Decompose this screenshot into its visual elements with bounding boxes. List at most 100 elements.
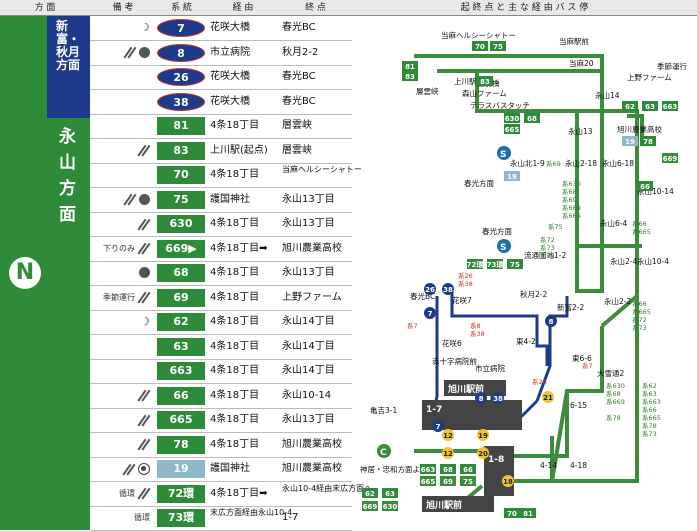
end-cell: 永山14丁目 [282, 316, 335, 327]
route-badge: 12 [442, 447, 454, 459]
via-cell: 4条18丁目➡ [210, 242, 268, 254]
remarks-cell [90, 41, 153, 65]
remarks-cell [90, 212, 153, 236]
badge-number: 12 [443, 450, 453, 458]
route-number: 663 [157, 362, 205, 380]
s-marker [497, 146, 511, 160]
route-badge: 75 [490, 41, 506, 51]
badge-number: 66 [463, 466, 473, 474]
stop-label: 6-15 [570, 401, 587, 410]
badge-number: 21 [543, 394, 553, 402]
route-badge: 19 [504, 171, 520, 181]
remarks-cell [90, 114, 153, 138]
badge-shape [662, 153, 678, 163]
route-badge: 75 [460, 476, 476, 486]
badge-shape [477, 429, 489, 441]
badge-number: 63 [645, 103, 655, 111]
stop-label: 市立病院 [475, 363, 505, 373]
route-badge: 19 [622, 136, 638, 146]
badge-number: 12 [443, 432, 453, 440]
route-badge: 62 [362, 488, 378, 498]
route-map: 当麻ヘルシーシャトー 当麻駅前 当麻20 季節運行 上野ファーム 層雲峡 上川駅… [360, 30, 687, 518]
stop-label: 永山6-18 [602, 158, 634, 168]
route-label: 系630 [562, 179, 581, 188]
end-cell: 層雲峡 [282, 144, 312, 156]
route-label: 系665 [632, 307, 651, 316]
badge-number: 663 [663, 103, 678, 111]
remarks-cell: 下りのみ [90, 237, 153, 278]
route-label: 系75 [548, 222, 563, 231]
route-badge: 78 [640, 136, 656, 146]
route-label: 系26 [532, 377, 547, 386]
via-cell: 上川駅(起点) [210, 144, 268, 156]
badge-number: 68 [527, 115, 537, 123]
header-remarks: 備 考 [90, 0, 156, 16]
route-badge: 26 [424, 283, 436, 295]
lowfloor-icon [138, 144, 150, 156]
end-cell: 1-7 [282, 512, 299, 523]
badge-number: 63 [385, 490, 395, 498]
s-marker-label: S [500, 150, 506, 160]
badge-shape [504, 171, 520, 181]
via-cell: 4条18丁目 [210, 267, 260, 278]
via-cell: 4条18丁目 [210, 414, 260, 425]
badge-number: 19 [507, 173, 517, 181]
route-label: 系630 [606, 381, 625, 390]
badge-shape [472, 41, 488, 51]
route-number: 19 [157, 460, 205, 478]
route-badge: 21 [542, 391, 554, 403]
end-cell: 永山13丁目 [282, 414, 335, 425]
route-number: 630 [157, 215, 205, 233]
badge-shape [637, 181, 653, 191]
route-badge: 73環 [487, 259, 504, 269]
stop-label: 赤十字病院前 [432, 356, 477, 366]
via-cell: 花咲大橋 [210, 22, 250, 33]
badge-shape [362, 501, 378, 511]
header-end: 終 点 [279, 0, 352, 16]
via-cell: 花咲大橋 [210, 95, 250, 107]
via-cell: 4条18丁目➡ [210, 487, 268, 499]
stop-label: 層雲峡 [416, 86, 439, 96]
stop-label: 永山2-4 [610, 256, 637, 266]
route-label: 系665 [562, 211, 581, 220]
station-asahikawa-bottom: 旭川駅前 [425, 499, 462, 511]
end-cell: 春光BC [282, 71, 316, 82]
badge-number: 72環 [467, 260, 485, 269]
remarks-cell: ☽ [90, 310, 153, 334]
route-badge: 7 [424, 307, 436, 319]
header-map: 起 終 点 と 主 な 経 由 バ ス 停 [352, 0, 697, 16]
route-number: 70 [157, 166, 205, 184]
lowfloor-icon [124, 193, 136, 205]
badge-number: 75 [493, 43, 503, 51]
route-badge: 68 [524, 113, 540, 123]
badge-shape [492, 392, 504, 404]
route-label: 系68 [562, 187, 577, 196]
route-label: 系669 [606, 397, 625, 406]
route-badge: 62 [622, 101, 638, 111]
end-cell: 永山14丁目 [282, 365, 335, 376]
badge-shape [440, 464, 456, 474]
stop-label: 上野ファーム [627, 73, 672, 82]
stop-1-7: 1-7 [426, 405, 442, 415]
route-number: 665 [157, 411, 205, 429]
route-number: 26 [157, 68, 205, 86]
route-badge: 83 [477, 76, 493, 86]
badge-shape [382, 488, 398, 498]
badge-shape [504, 113, 520, 123]
remarks-cell [90, 335, 153, 359]
remarks-cell [90, 384, 153, 408]
route-number: 72環 [157, 484, 205, 503]
badge-number: 20 [478, 450, 488, 458]
remarks-cell [90, 163, 153, 187]
route-number: 7 [157, 19, 205, 37]
route-badge: 69 [440, 476, 456, 486]
via-cell: 4条18丁目 [210, 169, 260, 180]
route-badge: 7 [432, 420, 444, 432]
badge-number: 70 [507, 510, 517, 518]
